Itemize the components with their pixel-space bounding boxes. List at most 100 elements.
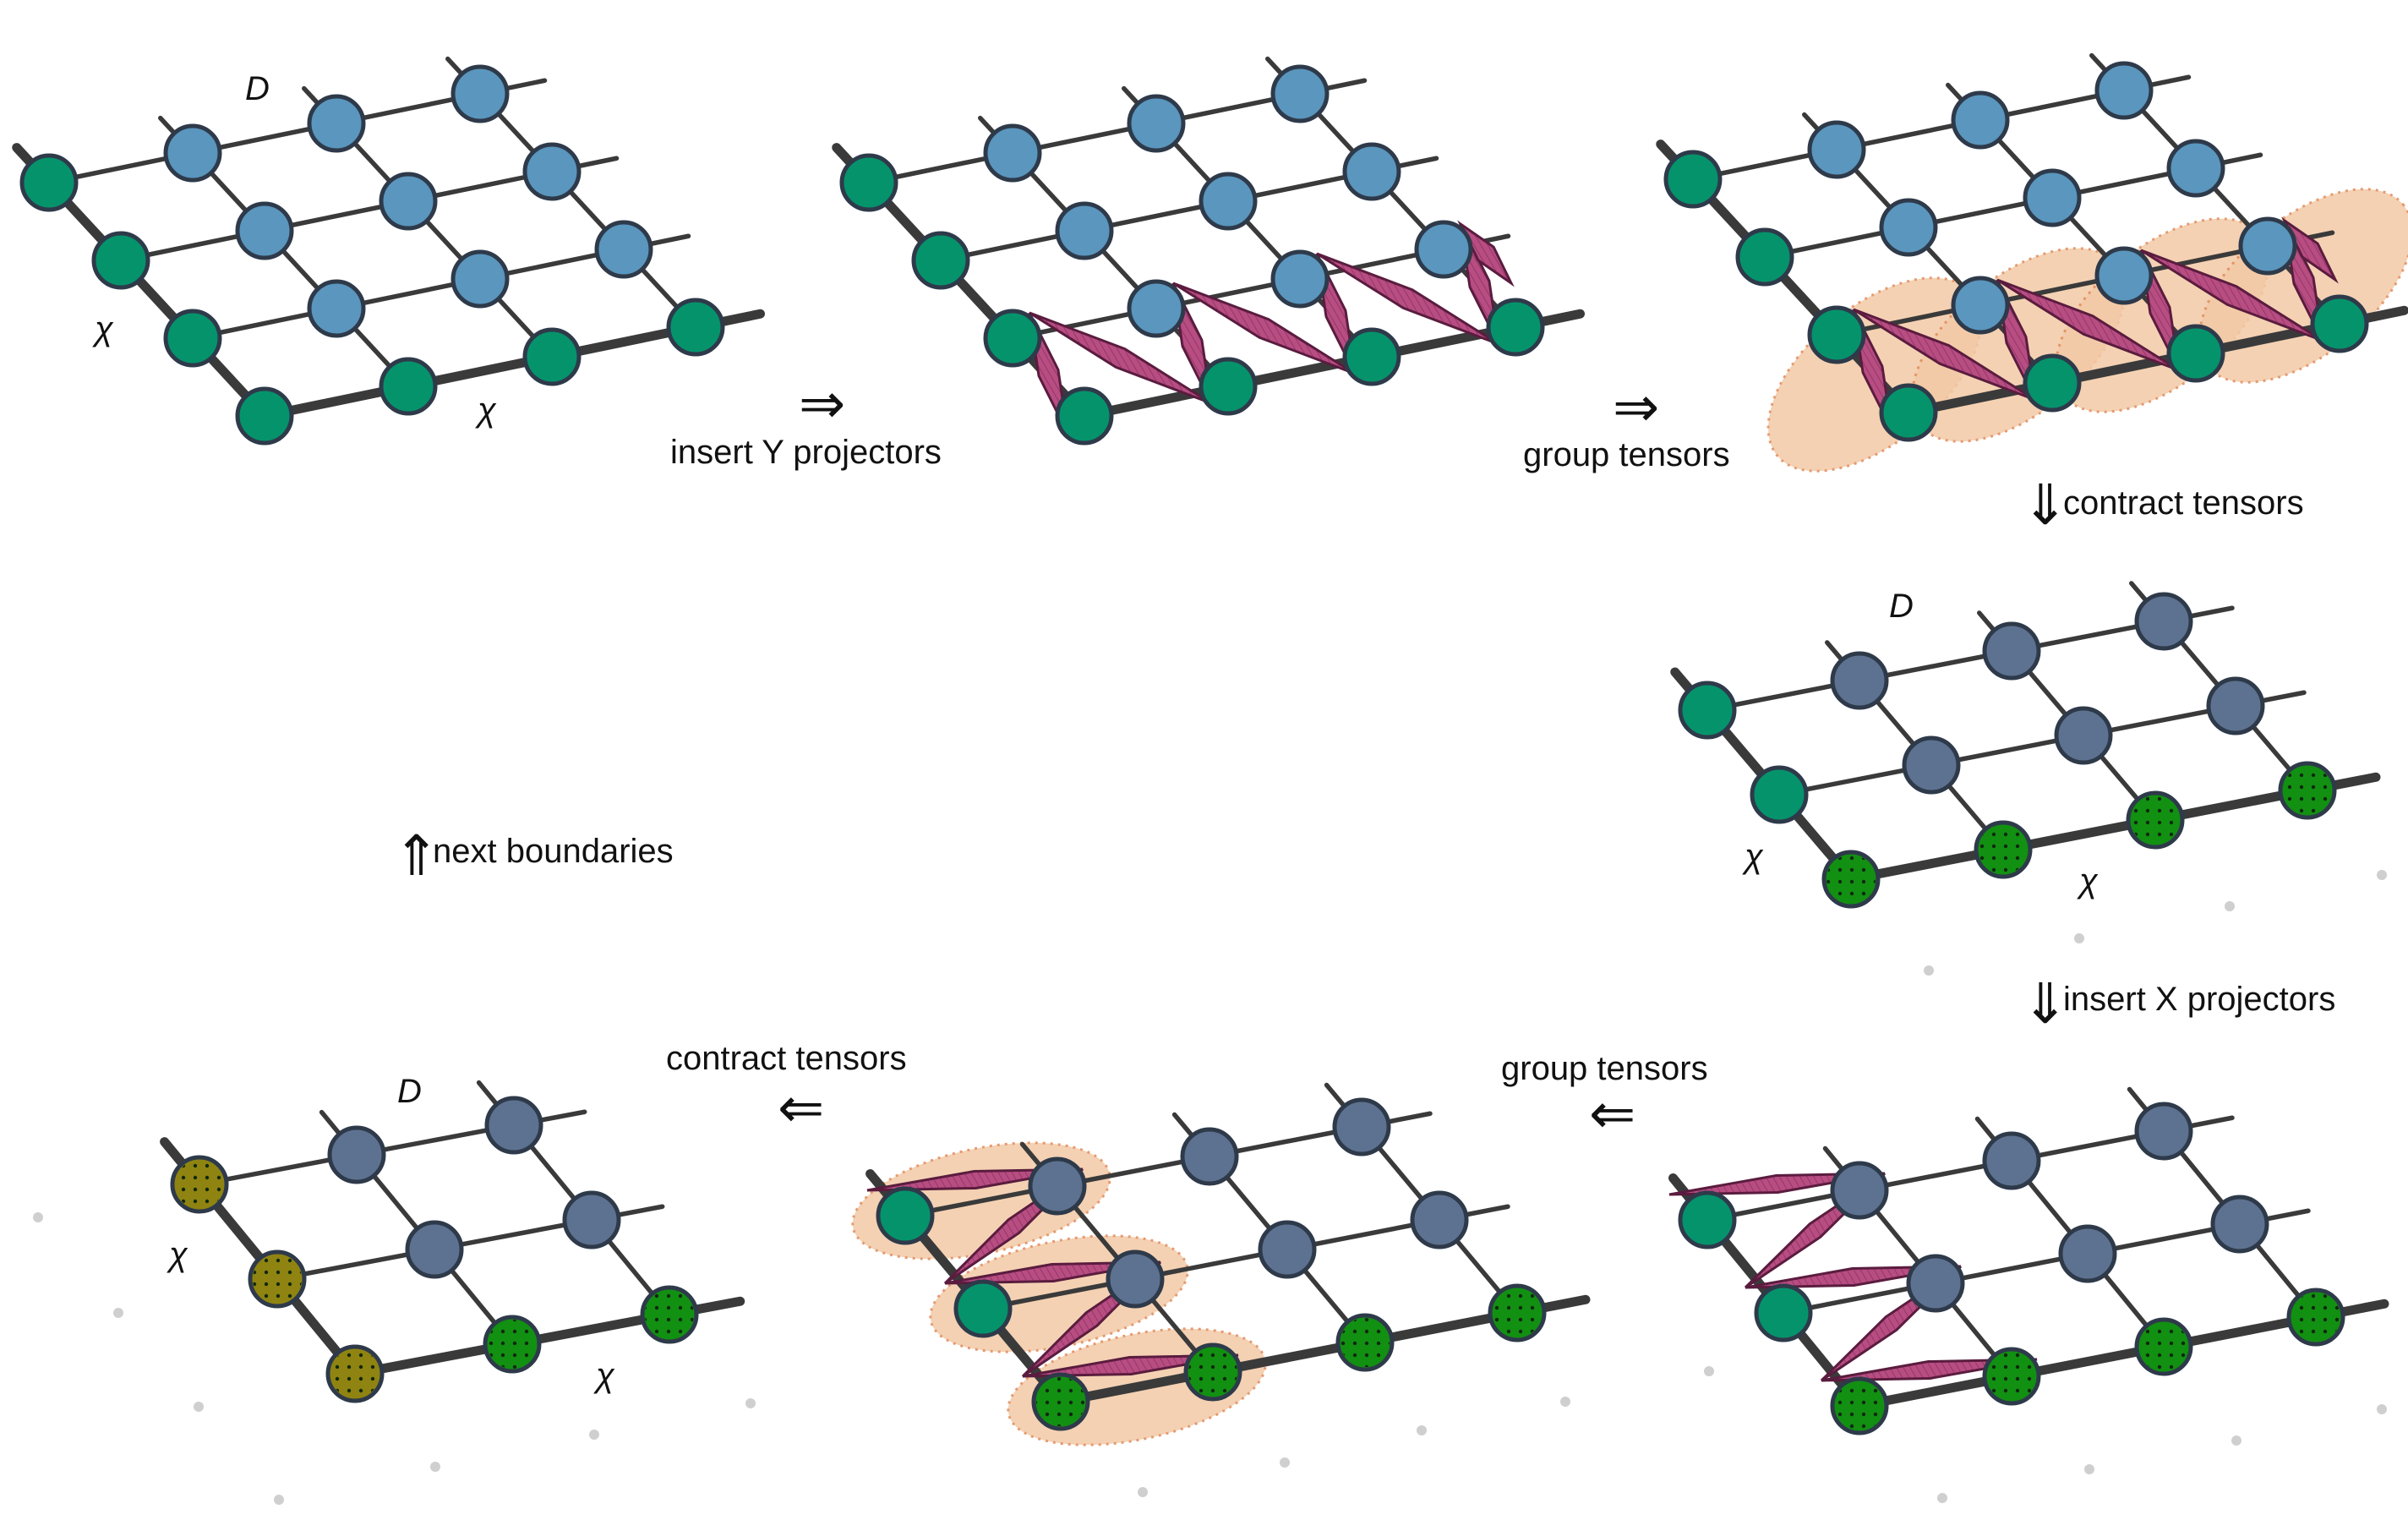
background-dot (1417, 1425, 1427, 1435)
tensor-node (562, 1190, 621, 1249)
background-dot (274, 1495, 284, 1505)
tensor-node (235, 201, 294, 260)
bond-dim-D-label: D (397, 1073, 422, 1110)
contract-tensors-label: contract tensors (2063, 484, 2304, 522)
tensor-node (1258, 1220, 1317, 1279)
projector-hatch (1821, 1359, 2037, 1381)
tensor-node (1735, 227, 1794, 287)
tensor-node (1663, 150, 1723, 209)
tensor-node (1342, 327, 1401, 386)
tensor-node (2094, 61, 2154, 120)
arrow-left-icon: ⇐ (778, 1076, 824, 1139)
tensor-node (666, 298, 725, 357)
tensor-node-texture (1979, 825, 2028, 874)
tensor-node (2310, 294, 2369, 353)
projector-hatch (1854, 309, 2035, 400)
bond-dim-D-label: D (1889, 588, 1914, 625)
tensor-node (1830, 1161, 1889, 1220)
projector-hatch (1461, 224, 1511, 283)
tensor-node (1951, 276, 2010, 335)
background-dot (2084, 1464, 2094, 1474)
projector-hatch (2141, 250, 2323, 341)
arrow-down-icon: ⇓ (2022, 972, 2068, 1035)
projector-hatch (1317, 254, 1499, 344)
tensor-node (2210, 1195, 2269, 1254)
symbol-labels: D χ χ D χ χ D χ χ (92, 70, 2099, 1394)
tensor-node (1807, 120, 1866, 179)
tensor-node (2238, 216, 2297, 276)
tensor-node (450, 249, 510, 309)
tensor-node (1332, 1097, 1391, 1156)
tensor-node (1055, 386, 1114, 446)
tensor-node (594, 220, 653, 279)
tensor-node (1754, 1283, 1813, 1342)
tensor-node (2094, 246, 2154, 305)
insert-x-projectors-label: insert X projectors (2063, 981, 2335, 1018)
chi-label: χ (167, 1236, 188, 1273)
tensor-node (1750, 765, 1809, 824)
projector-hatch (1029, 313, 1211, 403)
tensor-node (983, 123, 1042, 183)
tensor-node (405, 1220, 464, 1279)
projector-hatch (2285, 221, 2335, 280)
group-tensors-label: group tensors (1501, 1050, 1708, 1087)
tensor-node (1028, 1156, 1087, 1216)
tensor-node-texture (1826, 855, 1876, 904)
background-dot (2377, 1404, 2387, 1414)
arrow-down-icon: ⇓ (2022, 473, 2068, 536)
tensor-node (1270, 249, 1330, 309)
tensor-node-texture (2139, 1322, 2188, 1371)
background-dot (1937, 1493, 1947, 1503)
tensor-node-texture (488, 1320, 537, 1369)
tensor-node-texture (1835, 1381, 1884, 1430)
tensor-node-texture (645, 1290, 694, 1339)
tensor-node (911, 231, 970, 290)
tensor-node (1127, 279, 1186, 338)
tensor-node-layer (19, 61, 2369, 1435)
projector-hatch (1023, 1355, 1238, 1376)
tensor-node (379, 172, 438, 231)
tensor-node (1982, 1131, 2041, 1190)
background-dot (430, 1462, 440, 1472)
tensor-node-texture (2291, 1293, 2340, 1342)
tensor-node (2023, 353, 2082, 413)
next-boundaries-label: next boundaries (433, 833, 674, 870)
tensor-node (1486, 298, 1545, 357)
tensor-node (2166, 139, 2225, 198)
tensor-node (235, 386, 294, 446)
tensor-node (522, 142, 582, 201)
tensor-node (1199, 172, 1258, 231)
tensor-node (1410, 1190, 1469, 1249)
tensor-node (19, 153, 79, 212)
tensor-node (327, 1125, 386, 1184)
tensor-node-texture (330, 1349, 379, 1398)
tensor-node (1199, 357, 1258, 416)
background-dot (2377, 870, 2387, 880)
tensor-node (2166, 324, 2225, 383)
projector-hatch (867, 1169, 1083, 1190)
background-dot (1280, 1457, 1290, 1468)
chi-label: χ (1742, 838, 1764, 875)
chi-label: χ (593, 1357, 615, 1394)
tensor-node (1342, 142, 1401, 201)
background-dot (33, 1212, 43, 1222)
tensor-node (1055, 201, 1114, 260)
tensor-node (91, 231, 150, 290)
tensor-node (2054, 706, 2113, 765)
projector-hatch (1745, 1266, 1961, 1288)
tensor-node (1106, 1249, 1165, 1309)
bond-dim-D-label: D (245, 70, 270, 107)
tensor-node (2058, 1224, 2117, 1283)
tensor-node-texture (1987, 1352, 2036, 1401)
tensor-node (1127, 94, 1186, 153)
tensor-node (1270, 64, 1330, 123)
background-dot (2231, 1435, 2241, 1446)
background-dot (1704, 1366, 1714, 1376)
tensor-node (2134, 1102, 2193, 1161)
background-dot (1560, 1397, 1570, 1407)
tensor-node (1678, 681, 1737, 740)
background-dot (745, 1398, 756, 1408)
background-dot (2074, 933, 2084, 943)
tensor-node-texture (1036, 1377, 1085, 1426)
tensor-node-texture (1493, 1288, 1542, 1337)
